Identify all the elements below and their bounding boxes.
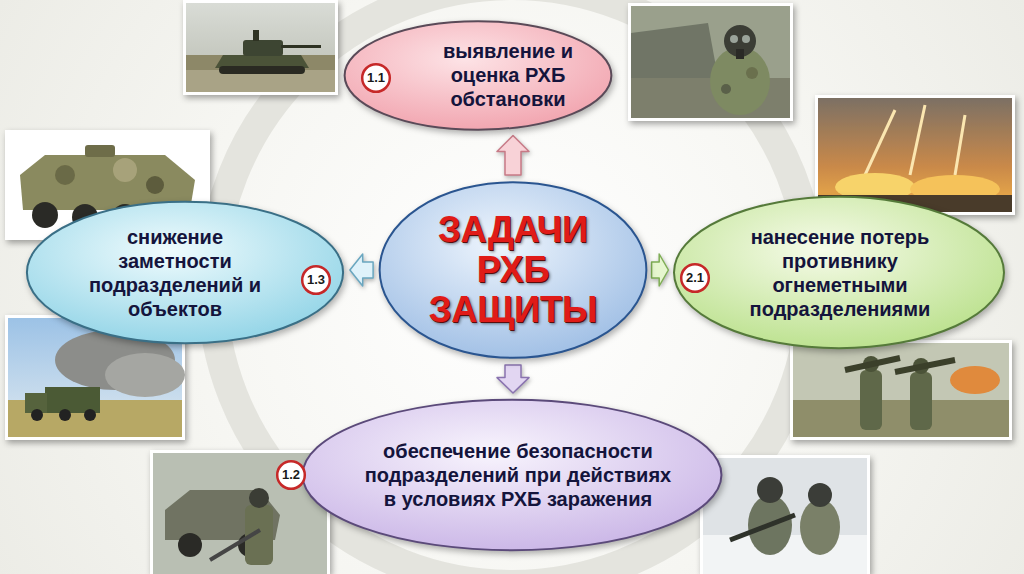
center-ellipse: ЗАДАЧИ РХБ ЗАЩИТЫ — [378, 180, 648, 360]
text-area: 1.2 — [276, 460, 306, 490]
circle — [302, 266, 330, 294]
ellipse-outline — [672, 195, 1006, 350]
ellipse — [27, 202, 343, 344]
callout-number: 1.2 — [282, 467, 300, 483]
text-area: обеспечение безопасности подразделений п… — [358, 398, 678, 552]
text-area: нанесение потерь противнику огнеметными … — [720, 195, 960, 350]
task-text: обеспечение безопасности подразделений п… — [358, 439, 678, 511]
callout-number: 2.1 — [686, 270, 704, 286]
snow-photo — [700, 455, 870, 574]
block-arrow — [652, 254, 669, 286]
ellipse — [674, 197, 1004, 348]
circle — [362, 64, 390, 92]
soldiers-photo — [790, 340, 1012, 440]
task-ellipse: выявление и оценка РХБ обстановки 1.1 — [343, 20, 613, 131]
callout-number: 1.1 — [361, 63, 391, 93]
vehicle-photo — [150, 450, 330, 574]
callout-number: 1.2 — [276, 460, 306, 490]
task-ellipse: обеспечение безопасности подразделений п… — [300, 398, 724, 552]
block-arrow — [350, 254, 373, 286]
text-area: снижение заметности подразделений и объе… — [75, 200, 275, 345]
soldier-photo — [628, 3, 793, 121]
text-area: 2.1 — [680, 263, 710, 293]
task-text: выявление и оценка РХБ обстановки — [428, 39, 588, 111]
callout-number: 1.1 — [367, 70, 385, 86]
callout-number: 2.1 — [680, 263, 710, 293]
block-arrow — [497, 136, 529, 176]
circle — [277, 461, 305, 489]
text-area: 1.1 — [361, 63, 391, 93]
ellipse — [345, 21, 612, 129]
task-text: нанесение потерь противнику огнеметными … — [720, 225, 960, 321]
ellipse — [303, 400, 722, 550]
ellipse-outline — [25, 200, 345, 345]
text-area: выявление и оценка РХБ обстановки — [428, 20, 588, 131]
tank-photo — [183, 0, 338, 95]
task-ellipse: нанесение потерь противнику огнеметными … — [672, 195, 1006, 350]
task-text: ЗАДАЧИ РХБ ЗАЩИТЫ — [423, 210, 603, 331]
callout-number: 1.3 — [307, 272, 325, 288]
task-text: снижение заметности подразделений и объе… — [75, 225, 275, 321]
text-area: 1.3 — [301, 265, 331, 295]
circle — [681, 264, 709, 292]
ellipse — [380, 182, 647, 358]
callout-number: 1.3 — [301, 265, 331, 295]
text-area: ЗАДАЧИ РХБ ЗАЩИТЫ — [423, 180, 603, 360]
task-ellipse: снижение заметности подразделений и объе… — [25, 200, 345, 345]
block-arrow — [497, 365, 529, 393]
